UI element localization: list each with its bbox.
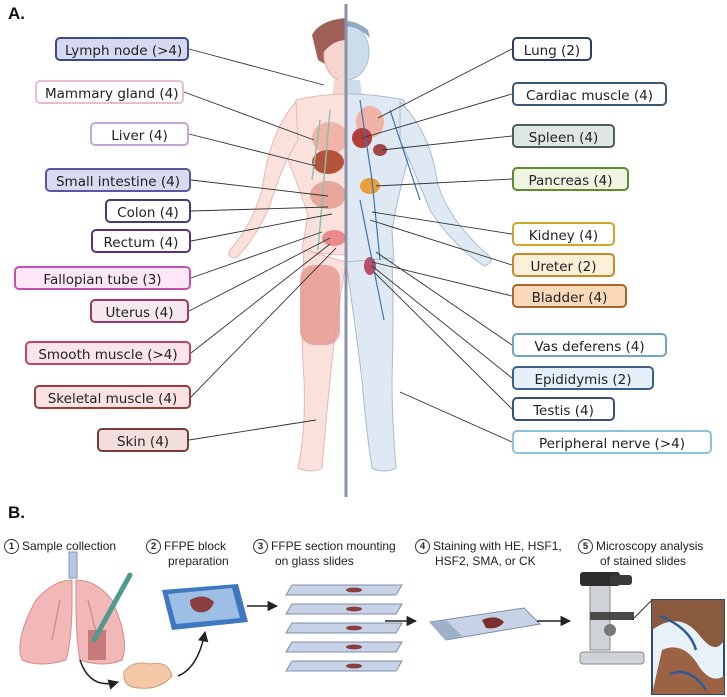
tissue-left-0: Lymph node (>4) — [55, 37, 189, 61]
tissue-right-10: Peripheral nerve (>4) — [512, 430, 712, 454]
tissue-left-1: Mammary gland (4) — [35, 80, 184, 104]
tissue-left-3: Small intestine (4) — [45, 168, 191, 192]
arrow-1b — [177, 630, 209, 677]
ffpe-block-illustration — [162, 584, 248, 630]
step-1-line-1: Sample collection — [22, 539, 117, 553]
arrow-1a — [79, 659, 120, 690]
tissue-left-9: Skeletal muscle (4) — [34, 385, 191, 409]
step-2-line-2: preparation — [168, 554, 229, 568]
tissue-left-4: Colon (4) — [105, 199, 191, 223]
step-5-number: 5 — [578, 539, 593, 554]
leader-lines — [183, 48, 513, 443]
tissue-right-6: Bladder (4) — [512, 284, 627, 308]
stained-slide-illustration — [429, 607, 542, 641]
step-3-line-2: on glass slides — [275, 554, 354, 568]
step-2-line-1: FFPE block — [164, 539, 227, 553]
lungs-illustration — [19, 551, 125, 665]
step-1-number: 1 — [4, 539, 19, 554]
tissue-left-5: Rectum (4) — [91, 229, 191, 253]
tissue-left-8: Smooth muscle (>4) — [25, 341, 191, 365]
tissue-right-3: Pancreas (4) — [512, 167, 629, 191]
step-3-line-1: FFPE section mounting — [271, 539, 396, 553]
tissue-sample — [123, 662, 173, 689]
tissue-right-4: Kidney (4) — [512, 222, 615, 246]
tissue-right-1: Cardiac muscle (4) — [512, 82, 667, 106]
scalpel-illustration — [91, 572, 133, 643]
step-5-line-2: of stained slides — [600, 554, 687, 568]
tissue-right-5: Ureter (2) — [512, 253, 615, 277]
tissue-left-6: Fallopian tube (3) — [14, 266, 191, 290]
tissue-right-8: Epididymis (2) — [512, 366, 654, 390]
tissue-right-2: Spleen (4) — [512, 124, 615, 148]
step-5-line-1: Microscopy analysis — [596, 539, 704, 553]
tissue-left-7: Uterus (4) — [90, 299, 189, 323]
tissue-right-0: Lung (2) — [512, 37, 592, 61]
glass-slides-illustration — [285, 584, 403, 672]
panel-a-label: A. — [8, 4, 25, 23]
tissue-right-7: Vas deferens (4) — [512, 333, 667, 357]
panel-b-label: B. — [8, 503, 25, 522]
female-body — [228, 18, 346, 472]
step-4-line-1: Staining with HE, HSF1, — [433, 539, 562, 553]
micrograph-inset — [651, 599, 725, 695]
step-4-line-2: HSF2, SMA, or CK — [435, 554, 536, 568]
step-4-number: 4 — [415, 539, 430, 554]
tissue-right-9: Testis (4) — [512, 397, 615, 421]
step-2-number: 2 — [146, 539, 161, 554]
tissue-left-10: Skin (4) — [97, 428, 189, 452]
tissue-left-2: Liver (4) — [90, 122, 189, 146]
step-3-number: 3 — [253, 539, 268, 554]
zoom-line — [631, 599, 653, 621]
microscope-illustration — [579, 572, 645, 665]
male-body — [346, 21, 492, 472]
